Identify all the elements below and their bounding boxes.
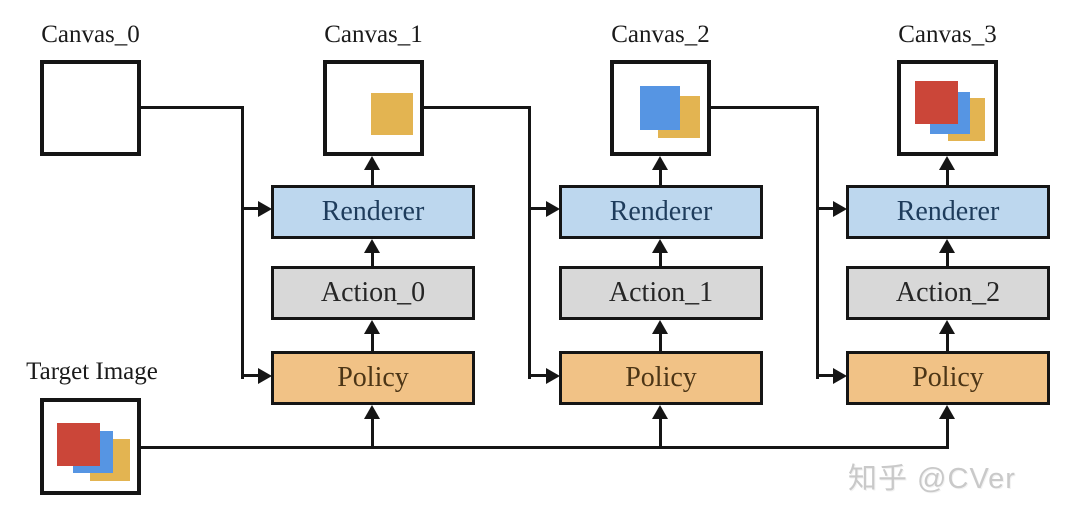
edge-canvas1-right <box>423 106 531 109</box>
edge-renderer1-to-canvas1 <box>371 167 374 185</box>
policy-1-box: Policy <box>271 351 475 405</box>
arrowhead-into-renderer-3 <box>833 201 847 217</box>
arrowhead-target-to-policy2 <box>652 405 668 419</box>
arrowhead-into-renderer-1 <box>258 201 272 217</box>
edge-canvas0-to-renderer1 <box>241 207 260 210</box>
arrowhead-into-policy-3 <box>833 368 847 384</box>
action-2-box: Action_2 <box>846 266 1050 320</box>
policy-3-label: Policy <box>912 362 984 393</box>
arrowhead-into-policy-2 <box>546 368 560 384</box>
edge-canvas2-to-policy3 <box>816 374 835 377</box>
arrowhead-action1-to-renderer2 <box>652 239 668 253</box>
edge-canvas0-right <box>139 106 244 109</box>
edge-target-image-bus <box>139 446 949 449</box>
policy-2-box: Policy <box>559 351 763 405</box>
edge-policy1-to-action0 <box>371 331 374 351</box>
target-image-label: Target Image <box>26 358 158 385</box>
arrowhead-policy2-to-action1 <box>652 320 668 334</box>
canvas-1-label: Canvas_1 <box>324 21 423 48</box>
policy-3-box: Policy <box>846 351 1050 405</box>
renderer-3-box: Renderer <box>846 185 1050 239</box>
canvas-2-label: Canvas_2 <box>611 21 710 48</box>
edge-policy3-to-action2 <box>946 331 949 351</box>
edge-canvas2-right <box>711 106 819 109</box>
arrowhead-action2-to-renderer3 <box>939 239 955 253</box>
renderer-1-box: Renderer <box>271 185 475 239</box>
edge-policy2-to-action1 <box>659 331 662 351</box>
canvas-3-content <box>901 64 994 152</box>
target-image-box <box>40 398 141 495</box>
edge-canvas1-to-renderer2 <box>528 207 548 210</box>
arrowhead-renderer1-to-canvas1 <box>364 156 380 170</box>
edge-renderer3-to-canvas3 <box>946 167 949 185</box>
zhihu-watermark: 知乎 @CVer <box>848 463 1016 495</box>
arrowhead-target-to-policy1 <box>364 405 380 419</box>
canvas-2-content <box>614 64 707 152</box>
edge-action2-to-renderer3 <box>946 250 949 266</box>
renderer-3-label: Renderer <box>896 196 1000 227</box>
arrowhead-policy1-to-action0 <box>364 320 380 334</box>
edge-renderer2-to-canvas2 <box>659 167 662 185</box>
edge-action1-to-renderer2 <box>659 250 662 266</box>
edge-target-to-policy1 <box>371 416 374 447</box>
canvas-3-label: Canvas_3 <box>898 21 997 48</box>
blue-stroke-square <box>640 86 680 130</box>
edge-canvas2-to-renderer3 <box>816 207 835 210</box>
edge-action0-to-renderer1 <box>371 250 374 266</box>
action-0-label: Action_0 <box>320 277 426 308</box>
canvas-0-content <box>44 64 137 152</box>
canvas-2-box <box>610 60 711 156</box>
renderer-1-label: Renderer <box>321 196 425 227</box>
action-0-box: Action_0 <box>271 266 475 320</box>
red-stroke-square <box>915 81 958 124</box>
edge-canvas2-down <box>816 106 819 379</box>
action-1-label: Action_1 <box>608 277 714 308</box>
renderer-2-box: Renderer <box>559 185 763 239</box>
edge-target-to-policy2 <box>659 416 662 447</box>
red-stroke-square <box>57 423 100 466</box>
canvas-0-box <box>40 60 141 156</box>
arrowhead-into-policy-1 <box>258 368 272 384</box>
yellow-stroke-square <box>371 93 413 135</box>
edge-canvas1-to-policy2 <box>528 374 548 377</box>
edge-canvas0-down <box>241 106 244 379</box>
canvas-3-box <box>897 60 998 156</box>
arrowhead-renderer2-to-canvas2 <box>652 156 668 170</box>
arrowhead-renderer3-to-canvas3 <box>939 156 955 170</box>
edge-canvas1-down <box>528 106 531 379</box>
target-image-content <box>44 402 137 491</box>
canvas-0-label: Canvas_0 <box>41 21 140 48</box>
renderer-2-label: Renderer <box>609 196 713 227</box>
action-2-label: Action_2 <box>895 277 1001 308</box>
action-1-box: Action_1 <box>559 266 763 320</box>
arrowhead-target-to-policy3 <box>939 405 955 419</box>
policy-1-label: Policy <box>337 362 409 393</box>
edge-target-to-policy3 <box>946 416 949 449</box>
canvas-1-content <box>327 64 420 152</box>
arrowhead-into-renderer-2 <box>546 201 560 217</box>
arrowhead-policy3-to-action2 <box>939 320 955 334</box>
arrowhead-action0-to-renderer1 <box>364 239 380 253</box>
canvas-1-box <box>323 60 424 156</box>
policy-2-label: Policy <box>625 362 697 393</box>
edge-canvas0-to-policy1 <box>241 374 260 377</box>
